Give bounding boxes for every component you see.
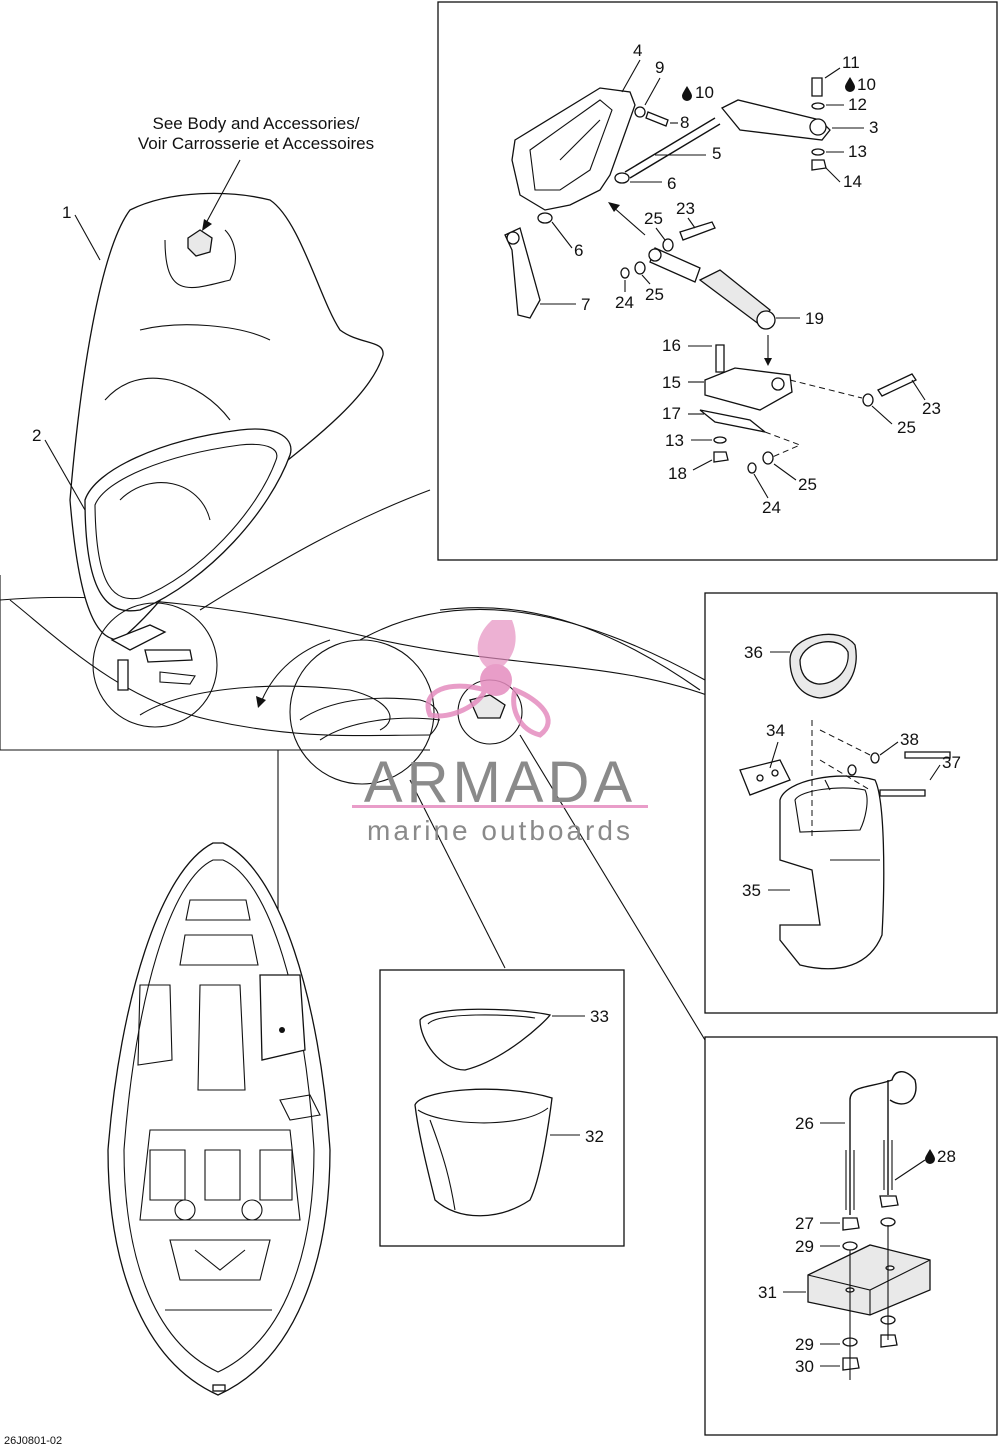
label-35: 35: [742, 881, 761, 900]
storage-bin-parts: [739, 633, 951, 970]
label-8: 8: [680, 113, 689, 132]
label-38: 38: [900, 730, 919, 749]
label-11: 11: [842, 53, 860, 72]
label-34: 34: [766, 721, 785, 740]
watermark-tagline: marine outboards: [367, 815, 633, 846]
label-5: 5: [712, 144, 721, 163]
label-32: 32: [585, 1127, 604, 1146]
label-24a: 24: [615, 293, 634, 312]
label-30: 30: [795, 1357, 814, 1376]
label-10a: 10: [695, 83, 714, 102]
label-25a: 25: [644, 209, 663, 228]
armada-logo: [352, 620, 648, 808]
watermark-brand: ARMADA: [364, 750, 636, 815]
support-labels: 4 9 10 8 11 10 12 3 13 14 5 6 6 7 25 23 …: [540, 41, 941, 517]
label-6a: 6: [667, 174, 676, 193]
label-16: 16: [662, 336, 681, 355]
label-29b: 29: [795, 1335, 814, 1354]
callout-line-1: See Body and Accessories/: [153, 114, 360, 133]
label-17: 17: [662, 404, 681, 423]
label-37: 37: [942, 753, 961, 772]
label-15: 15: [662, 373, 681, 392]
label-24b: 24: [762, 498, 781, 517]
seat-support-parts: [504, 77, 917, 474]
seat-assembly-drawing: [0, 159, 721, 785]
label-12: 12: [848, 95, 867, 114]
label-3: 3: [869, 118, 878, 137]
label-29a: 29: [795, 1237, 814, 1256]
label-18: 18: [668, 464, 687, 483]
label-23b: 23: [922, 399, 941, 418]
diagram-code: 26J0801-02: [4, 1435, 62, 1447]
seat-seal: [84, 428, 292, 612]
seat-latch-clip: [187, 229, 213, 257]
label-23a: 23: [676, 199, 695, 218]
label-19: 19: [805, 309, 824, 328]
label-31: 31: [758, 1283, 777, 1302]
label-6b: 6: [574, 241, 583, 260]
label-36: 36: [744, 643, 763, 662]
label-25b: 25: [645, 285, 664, 304]
watercraft-top-view: [107, 842, 331, 1396]
label-9: 9: [655, 58, 664, 77]
label-10b: 10: [857, 75, 876, 94]
label-28: 28: [937, 1147, 956, 1166]
label-14: 14: [843, 172, 862, 191]
label-25d: 25: [798, 475, 817, 494]
label-7: 7: [581, 295, 590, 314]
label-33: 33: [590, 1007, 609, 1026]
label-1: 1: [62, 203, 71, 222]
label-13a: 13: [848, 142, 867, 161]
label-4: 4: [633, 41, 642, 60]
callout-line-2: Voir Carrosserie et Accessoires: [138, 134, 374, 153]
label-13b: 13: [665, 431, 684, 450]
label-26: 26: [795, 1114, 814, 1133]
label-25c: 25: [897, 418, 916, 437]
label-2: 2: [32, 426, 41, 445]
tie-down-parts: [807, 1071, 931, 1380]
label-27: 27: [795, 1214, 814, 1233]
storage-tray-parts: [414, 1008, 553, 1217]
